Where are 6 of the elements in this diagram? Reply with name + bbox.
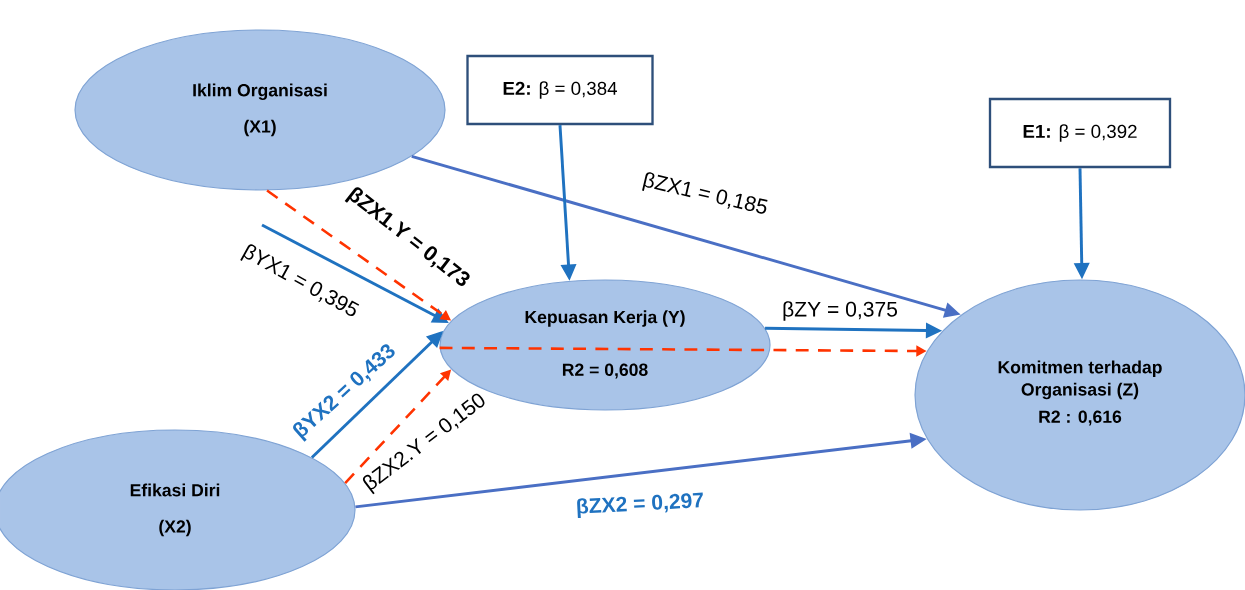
edge-label: βZX1 = 0,185: [639, 169, 771, 221]
error-term-box: E1: β = 0,392: [988, 97, 1172, 169]
error-term-box: E2: β = 0,384: [466, 54, 654, 126]
edge-label: βZY = 0,375: [780, 300, 900, 322]
ellipse-node: Komitmen terhadap Organisasi (Z) R2 : 0,616: [914, 279, 1245, 511]
edge-label: βZX2 = 0,297: [574, 490, 706, 520]
